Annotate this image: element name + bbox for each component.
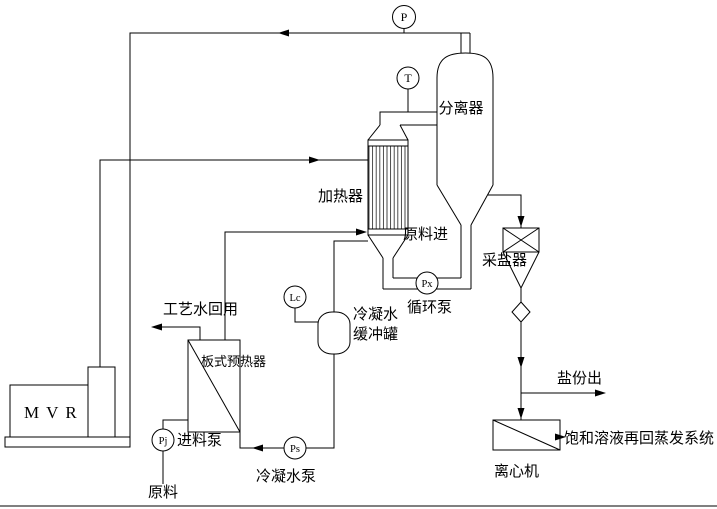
heater-to-separator-duct [379,111,437,125]
level-controller-stem [294,308,318,323]
centrifuge-label: 离心机 [494,463,539,480]
level-controller [283,285,307,309]
feed-pump-tag: Pj [159,436,168,447]
arrow-process-water-out [151,323,162,331]
salt-collector-label: 采盐器 [482,252,527,269]
condensate-pump [283,436,307,460]
condensate-tank-label-1: 冷凝水 [353,306,398,323]
salt-valve-icon [511,301,531,323]
centrifuge-unit [492,419,561,451]
salt-branch-line [488,194,522,228]
arrow-feed-in [356,228,367,236]
mvr-label: MVR [24,403,84,422]
plate-preheater-label: 板式预热器 [201,354,266,369]
mvr-compressor [4,366,131,448]
condensate-buffer-tank [317,311,351,355]
feed-pump [151,428,175,452]
arrow-salt-out [595,389,606,397]
feed-in-label: 原料进 [403,226,448,243]
condensate-pump-label: 冷凝水泵 [256,468,316,485]
process-water-line [153,326,201,340]
separator-vessel [436,52,494,226]
arrow-vapor-to-heater [309,156,320,164]
arrow-condensate-to-preheater [252,444,263,452]
level-controller-tag: Lc [289,293,300,304]
feed-line [224,231,364,340]
circulation-pump [415,271,439,295]
condensate-pump-tag: Ps [290,444,300,455]
pressure-gauge-tag: P [401,10,408,24]
arrow-into-centrifuge [517,408,525,419]
arrow-into-salt-collector [517,216,525,227]
process-water-label: 工艺水回用 [163,301,238,318]
vapor-line-to-mvr [129,32,470,437]
temperature-gauge [396,66,420,90]
separator-label: 分离器 [438,100,483,117]
raw-material-label: 原料 [148,484,178,501]
arrow-centrifuge-out [555,433,566,441]
salt-collector-vessel [502,227,540,323]
plate-preheater [187,339,241,433]
arrow-vapor-to-mvr [278,29,289,37]
salt-out-label: 盐份出 [557,370,602,387]
condensate-tank-label-2: 缓冲罐 [353,326,398,343]
compressed-vapor-line [99,159,368,367]
saturated-return-label: 饱和溶液再回蒸发系统 [564,430,714,447]
arrow-salt-down [517,357,525,368]
feed-pump-label: 进料泵 [177,432,222,449]
heater-label: 加热器 [318,188,363,205]
circulation-pump-label: 循环泵 [407,299,452,316]
heater-vessel [367,124,409,259]
pressure-gauge [392,5,416,29]
temperature-gauge-tag: T [404,71,412,85]
circulation-pump-tag: Px [421,279,433,290]
condensate-line [333,240,368,312]
